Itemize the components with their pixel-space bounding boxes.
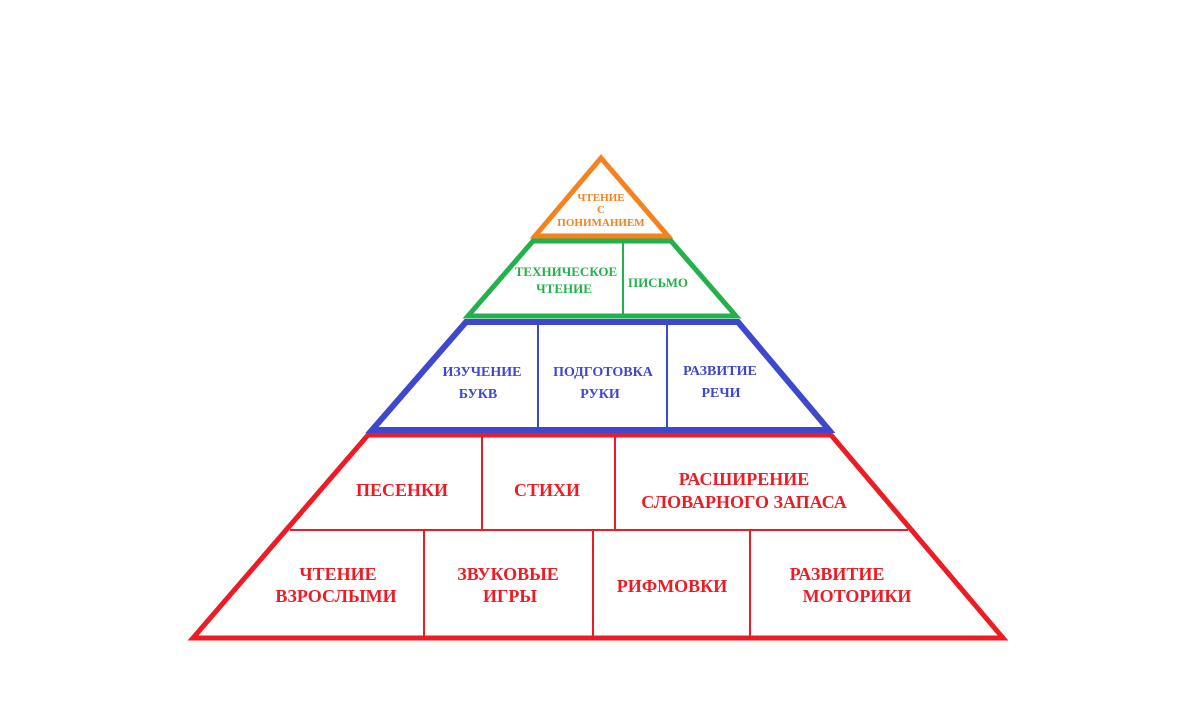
label-top-2: С	[597, 204, 605, 216]
label-technical-reading-2: ЧТЕНИЕ	[536, 281, 592, 296]
label-hand-prep-1: ПОДГОТОВКА	[553, 365, 654, 380]
level-base	[187, 432, 1009, 641]
label-speech-1: РАЗВИТИЕ	[683, 364, 757, 379]
label-writing: ПИСЬМО	[628, 275, 688, 290]
label-songs: ПЕСЕНКИ	[356, 480, 448, 500]
label-top-1: ЧТЕНИЕ	[577, 192, 624, 204]
third-trapezoid	[365, 319, 836, 433]
second-trapezoid	[462, 238, 742, 319]
label-rhymes: РИФМОВКИ	[617, 576, 728, 596]
label-poems: СТИХИ	[514, 480, 580, 500]
label-motor-skills-1: РАЗВИТИЕ	[790, 564, 885, 584]
label-technical-reading-1: ТЕХНИЧЕСКОЕ	[515, 264, 617, 279]
label-speech-2: РЕЧИ	[701, 386, 740, 401]
level-third	[365, 319, 836, 433]
label-vocabulary-2: СЛОВАРНОГО ЗАПАСА	[641, 492, 847, 512]
label-top-3: ПОНИМАНИЕМ	[557, 217, 645, 229]
label-adult-reading-1: ЧТЕНИЕ	[299, 564, 376, 584]
label-vocabulary-1: РАСШИРЕНИЕ	[679, 469, 810, 489]
label-hand-prep-2: РУКИ	[580, 387, 620, 402]
level-second	[462, 238, 742, 319]
label-adult-reading-2: ВЗРОСЛЫМИ	[275, 586, 396, 606]
label-sound-games-2: ИГРЫ	[483, 586, 537, 606]
level-top	[529, 154, 674, 239]
label-letters-2: БУКВ	[459, 387, 498, 402]
top-triangle	[529, 154, 674, 239]
label-letters-1: ИЗУЧЕНИЕ	[443, 365, 522, 380]
label-sound-games-1: ЗВУКОВЫЕ	[457, 564, 559, 584]
base-trapezoid	[187, 432, 1009, 641]
label-motor-skills-2: МОТОРИКИ	[803, 586, 912, 606]
labels: ЧТЕНИЕ С ПОНИМАНИЕМ ТЕХНИЧЕСКОЕ ЧТЕНИЕ П…	[275, 192, 911, 606]
